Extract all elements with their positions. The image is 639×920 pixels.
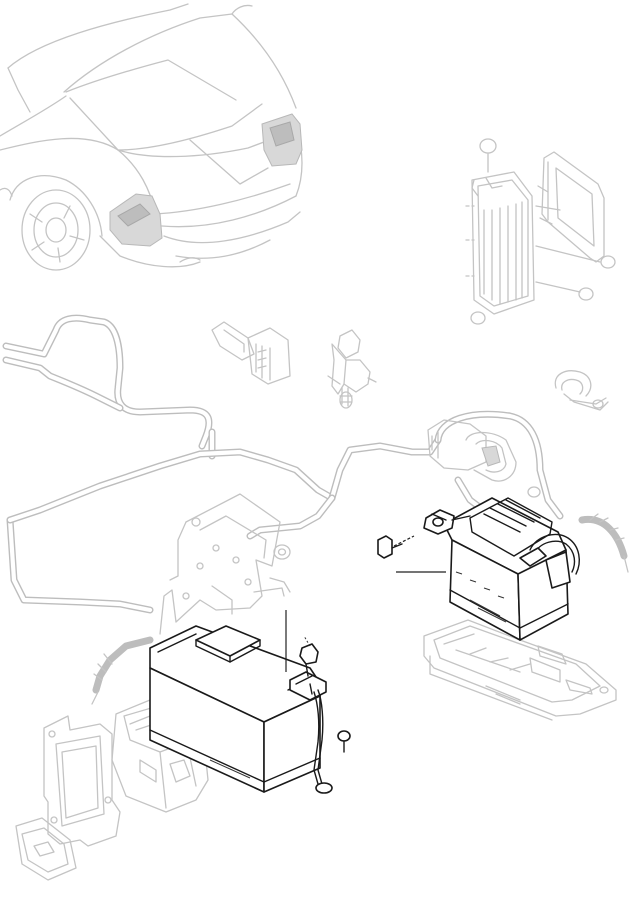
relay-holder-clip [211,321,291,385]
fuse-terminal-clip [327,329,377,409]
ground-cable-left [91,636,154,705]
battery-tray [423,619,617,721]
battery-mounting-bracket [159,493,291,635]
battery-ground-strap [313,689,351,794]
callout-leader-lines [285,535,446,672]
cable-p-clip [554,370,609,411]
car-front-outline [0,3,303,271]
auxiliary-battery [377,497,580,641]
main-battery [149,625,327,793]
harness-fuse-box [427,419,541,498]
ground-cable-right [578,513,629,573]
control-module-bracket [465,138,616,325]
